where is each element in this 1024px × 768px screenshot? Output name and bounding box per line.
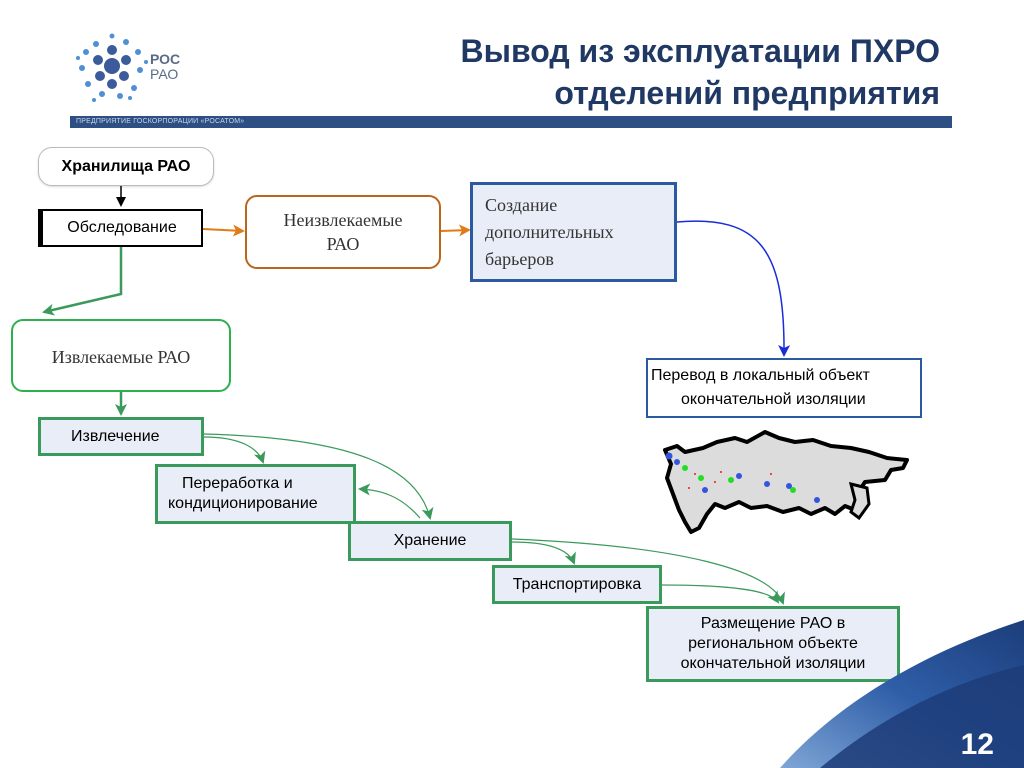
extractable-node: Извлекаемые РАО bbox=[11, 319, 231, 392]
non-extractable-label: Неизвлекаемые РАО bbox=[283, 210, 403, 254]
survey-label: Обследование bbox=[67, 219, 177, 236]
placement-node: Размещение РАО в региональном объекте ок… bbox=[646, 606, 900, 682]
transport-label: Транспортировка bbox=[512, 575, 642, 593]
page-number: 12 bbox=[960, 728, 994, 761]
rosrao-logo-icon bbox=[76, 33, 148, 102]
placement-line-1: Размещение РАО в bbox=[700, 615, 846, 632]
storing-label: Хранение bbox=[393, 532, 467, 549]
processing-line-1: Переработка и bbox=[182, 475, 293, 492]
arrow-survey-to-nonextract bbox=[202, 224, 245, 237]
corporate-banner: ПРЕДПРИЯТИЕ ГОСКОРПОРАЦИИ «РОСАТОМ» bbox=[70, 116, 952, 128]
placement-line-2: региональном объекте bbox=[688, 635, 858, 652]
storage-label: Хранилища РАО bbox=[61, 157, 191, 175]
logo-text: РОС РАО bbox=[150, 52, 180, 82]
arrow-extraction-to-storing bbox=[203, 433, 434, 520]
page-title: Вывод из эксплуатации ПХРО отделений пре… bbox=[320, 30, 940, 114]
arrow-nonextract-to-barriers bbox=[440, 224, 471, 237]
local-transfer-line-1: Перевод в локальный объект bbox=[651, 367, 870, 384]
barriers-node: Создание дополнительных барьеров bbox=[470, 182, 677, 282]
placement-line-3: окончательной изоляции bbox=[680, 655, 866, 672]
arrow-survey-to-extractable bbox=[42, 247, 123, 316]
transport-node: Транспортировка bbox=[492, 565, 662, 604]
extractable-label: Извлекаемые РАО bbox=[51, 347, 191, 367]
non-extractable-node: Неизвлекаемые РАО bbox=[245, 195, 441, 269]
corner-decoration-icon bbox=[780, 620, 1024, 768]
local-transfer-line-2: окончательной изоляции bbox=[681, 391, 866, 408]
barriers-label: Создание дополнительных барьеров bbox=[485, 194, 614, 269]
arrow-storing-to-transport bbox=[511, 541, 576, 565]
title-line-1: Вывод из эксплуатации ПХРО bbox=[460, 33, 940, 69]
extraction-node: Извлечение bbox=[38, 417, 204, 456]
arrow-barriers-to-local bbox=[676, 220, 791, 357]
local-transfer-node: Перевод в локальный объект окончательной… bbox=[646, 358, 922, 418]
processing-line-2: кондиционирование bbox=[168, 495, 318, 512]
arrow-transport-to-placement bbox=[661, 584, 780, 604]
logo-line-1: РОС bbox=[150, 51, 181, 67]
survey-node: Обследование bbox=[38, 209, 203, 247]
logo-line-2: РАО bbox=[150, 66, 179, 82]
extraction-label: Извлечение bbox=[71, 427, 160, 445]
title-line-2: отделений предприятия bbox=[554, 75, 940, 111]
storage-node: Хранилища РАО bbox=[38, 147, 214, 186]
processing-node: Переработка и кондиционирование bbox=[155, 464, 356, 524]
arrow-extraction-to-processing bbox=[203, 436, 266, 464]
arrow-storing-to-processing bbox=[358, 483, 421, 519]
storing-node: Хранение bbox=[348, 521, 512, 561]
russia-map-icon bbox=[663, 430, 909, 534]
